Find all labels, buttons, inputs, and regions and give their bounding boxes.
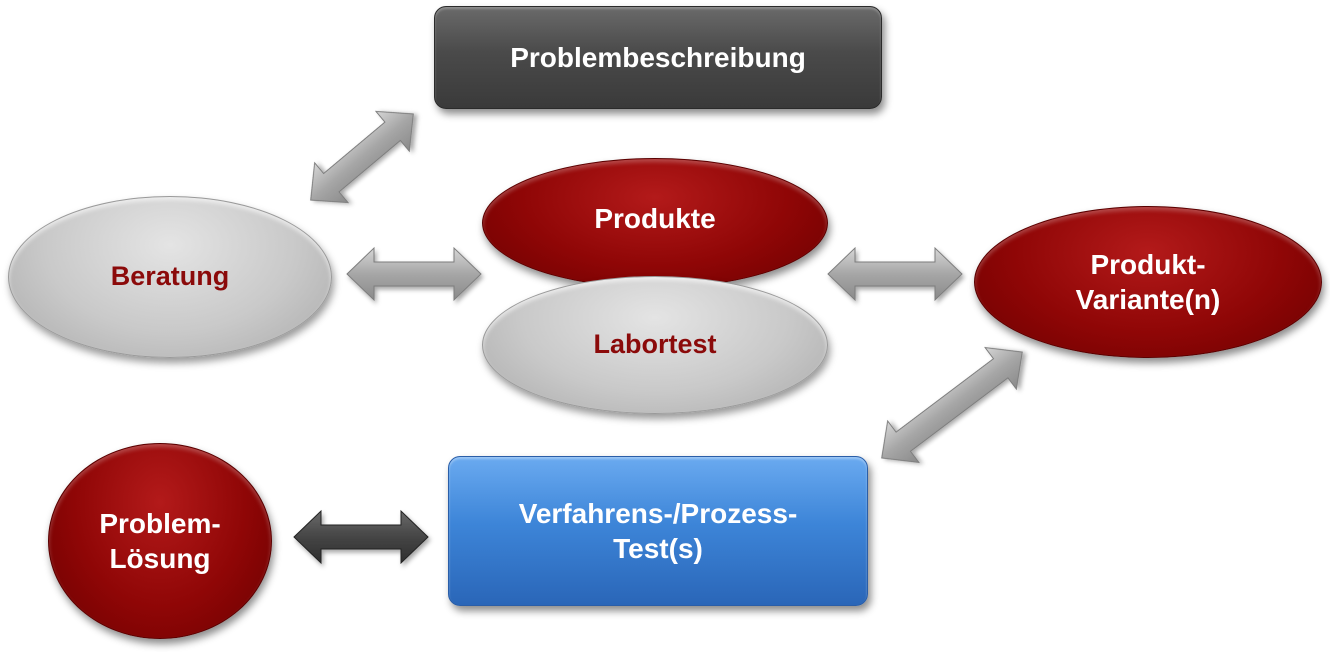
verfahrens-test-line2: Test(s): [613, 533, 703, 564]
arrow-beratung-produkte: [346, 246, 482, 302]
produkte-label: Produkte: [594, 202, 716, 234]
arrow-produkte-produkt-variante: [827, 246, 963, 302]
produkt-variante-ellipse: Produkt- Variante(n): [974, 206, 1322, 358]
problembeschreibung-box: Problembeschreibung: [434, 6, 882, 109]
produkt-variante-line2: Variante(n): [1075, 284, 1221, 315]
labortest-ellipse: Labortest: [482, 276, 828, 414]
verfahrens-test-box: Verfahrens-/Prozess- Test(s): [448, 456, 868, 606]
problembeschreibung-label: Problembeschreibung: [510, 42, 806, 73]
problem-loesung-line1: Problem-: [99, 508, 221, 539]
verfahrens-test-line1: Verfahrens-/Prozess-: [518, 498, 798, 529]
problem-loesung-line2: Lösung: [109, 543, 211, 574]
beratung-ellipse: Beratung: [8, 196, 332, 358]
labortest-label: Labortest: [593, 329, 717, 360]
arrow-beratung-problembeschreibung: [310, 110, 414, 204]
produkt-variante-line1: Produkt-: [1090, 249, 1206, 280]
arrow-produkt-variante-verfahrens-test: [881, 346, 1023, 464]
arrow-problem-loesung-verfahrens-test: [293, 509, 429, 565]
produkte-ellipse: Produkte: [482, 158, 828, 288]
beratung-label: Beratung: [110, 261, 230, 292]
problem-loesung-ellipse: Problem- Lösung: [48, 443, 272, 639]
